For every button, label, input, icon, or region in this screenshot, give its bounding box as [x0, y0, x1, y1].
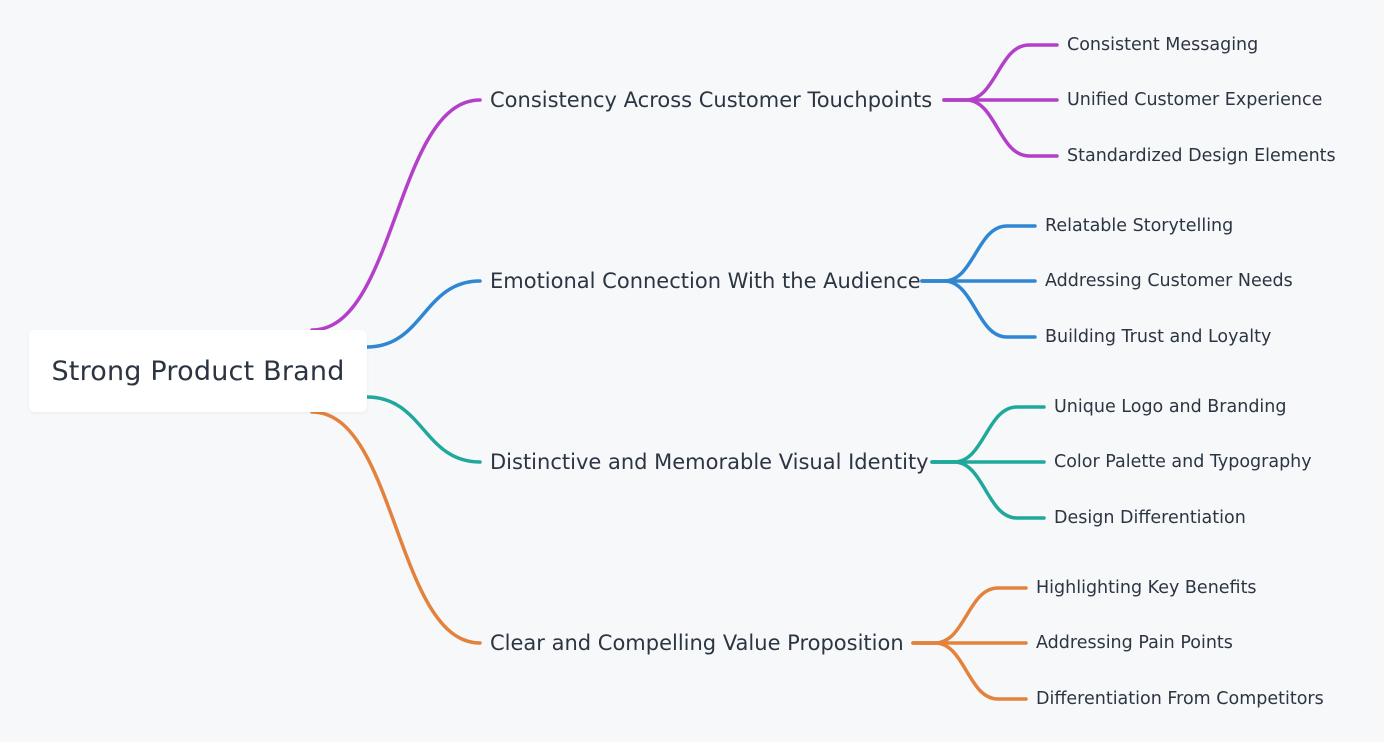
leaf-node: Highlighting Key Benefits	[1036, 578, 1257, 598]
branch-label: Emotional Connection With the Audience	[490, 269, 921, 293]
leaf-node: Unique Logo and Branding	[1054, 397, 1287, 417]
leaf-label: Consistent Messaging	[1067, 35, 1259, 55]
branch-to-leaf-connector	[911, 641, 1028, 701]
leaf-node: Addressing Customer Needs	[1045, 271, 1293, 291]
leaf-node: Standardized Design Elements	[1067, 146, 1336, 166]
leaf-label: Addressing Customer Needs	[1045, 271, 1293, 291]
leaf-label: Highlighting Key Benefits	[1036, 578, 1257, 598]
branch-node-emotional: Emotional Connection With the Audience	[490, 269, 921, 293]
root-to-branch-connector	[310, 410, 482, 645]
branch-to-leaf-connector	[942, 98, 1059, 158]
branch-to-leaf-connector	[930, 405, 1046, 464]
leaf-label: Relatable Storytelling	[1045, 216, 1234, 236]
root-to-branch-connector	[365, 279, 482, 349]
branch-label: Clear and Compelling Value Proposition	[490, 631, 904, 655]
leaf-label: Color Palette and Typography	[1054, 452, 1312, 472]
root-to-branch-connector	[365, 395, 482, 464]
root-node: Strong Product Brand	[29, 330, 367, 412]
branch-node-visual-identity: Distinctive and Memorable Visual Identit…	[490, 450, 929, 474]
leaf-node: Consistent Messaging	[1067, 35, 1258, 55]
leaf-node: Design Differentiation	[1054, 508, 1246, 528]
leaf-node: Relatable Storytelling	[1045, 216, 1233, 236]
branch-node-value-proposition: Clear and Compelling Value Proposition	[490, 631, 904, 655]
leaf-label: Standardized Design Elements	[1067, 146, 1336, 166]
leaf-label: Design Differentiation	[1054, 508, 1246, 528]
leaf-node: Color Palette and Typography	[1054, 452, 1312, 472]
leaf-node: Unified Customer Experience	[1067, 90, 1322, 110]
leaf-label: Addressing Pain Points	[1036, 633, 1233, 653]
root-to-branch-connector	[310, 98, 482, 332]
leaf-label: Unified Customer Experience	[1067, 90, 1323, 110]
branch-to-leaf-connector	[930, 460, 1046, 520]
leaf-node: Building Trust and Loyalty	[1045, 327, 1271, 347]
leaf-label: Unique Logo and Branding	[1054, 397, 1287, 417]
branch-to-leaf-connector	[911, 586, 1028, 645]
leaf-label: Differentiation From Competitors	[1036, 689, 1324, 709]
leaf-node: Differentiation From Competitors	[1036, 689, 1324, 709]
leaf-label: Building Trust and Loyalty	[1045, 327, 1272, 347]
branch-to-leaf-connector	[942, 43, 1059, 102]
branch-label: Consistency Across Customer Touchpoints	[490, 88, 933, 112]
root-label: Strong Product Brand	[51, 355, 345, 387]
branch-to-leaf-connector	[920, 279, 1037, 339]
branch-node-consistency: Consistency Across Customer Touchpoints	[490, 88, 932, 112]
branch-label: Distinctive and Memorable Visual Identit…	[490, 450, 929, 474]
leaf-node: Addressing Pain Points	[1036, 633, 1233, 653]
branch-to-leaf-connector	[920, 224, 1037, 283]
